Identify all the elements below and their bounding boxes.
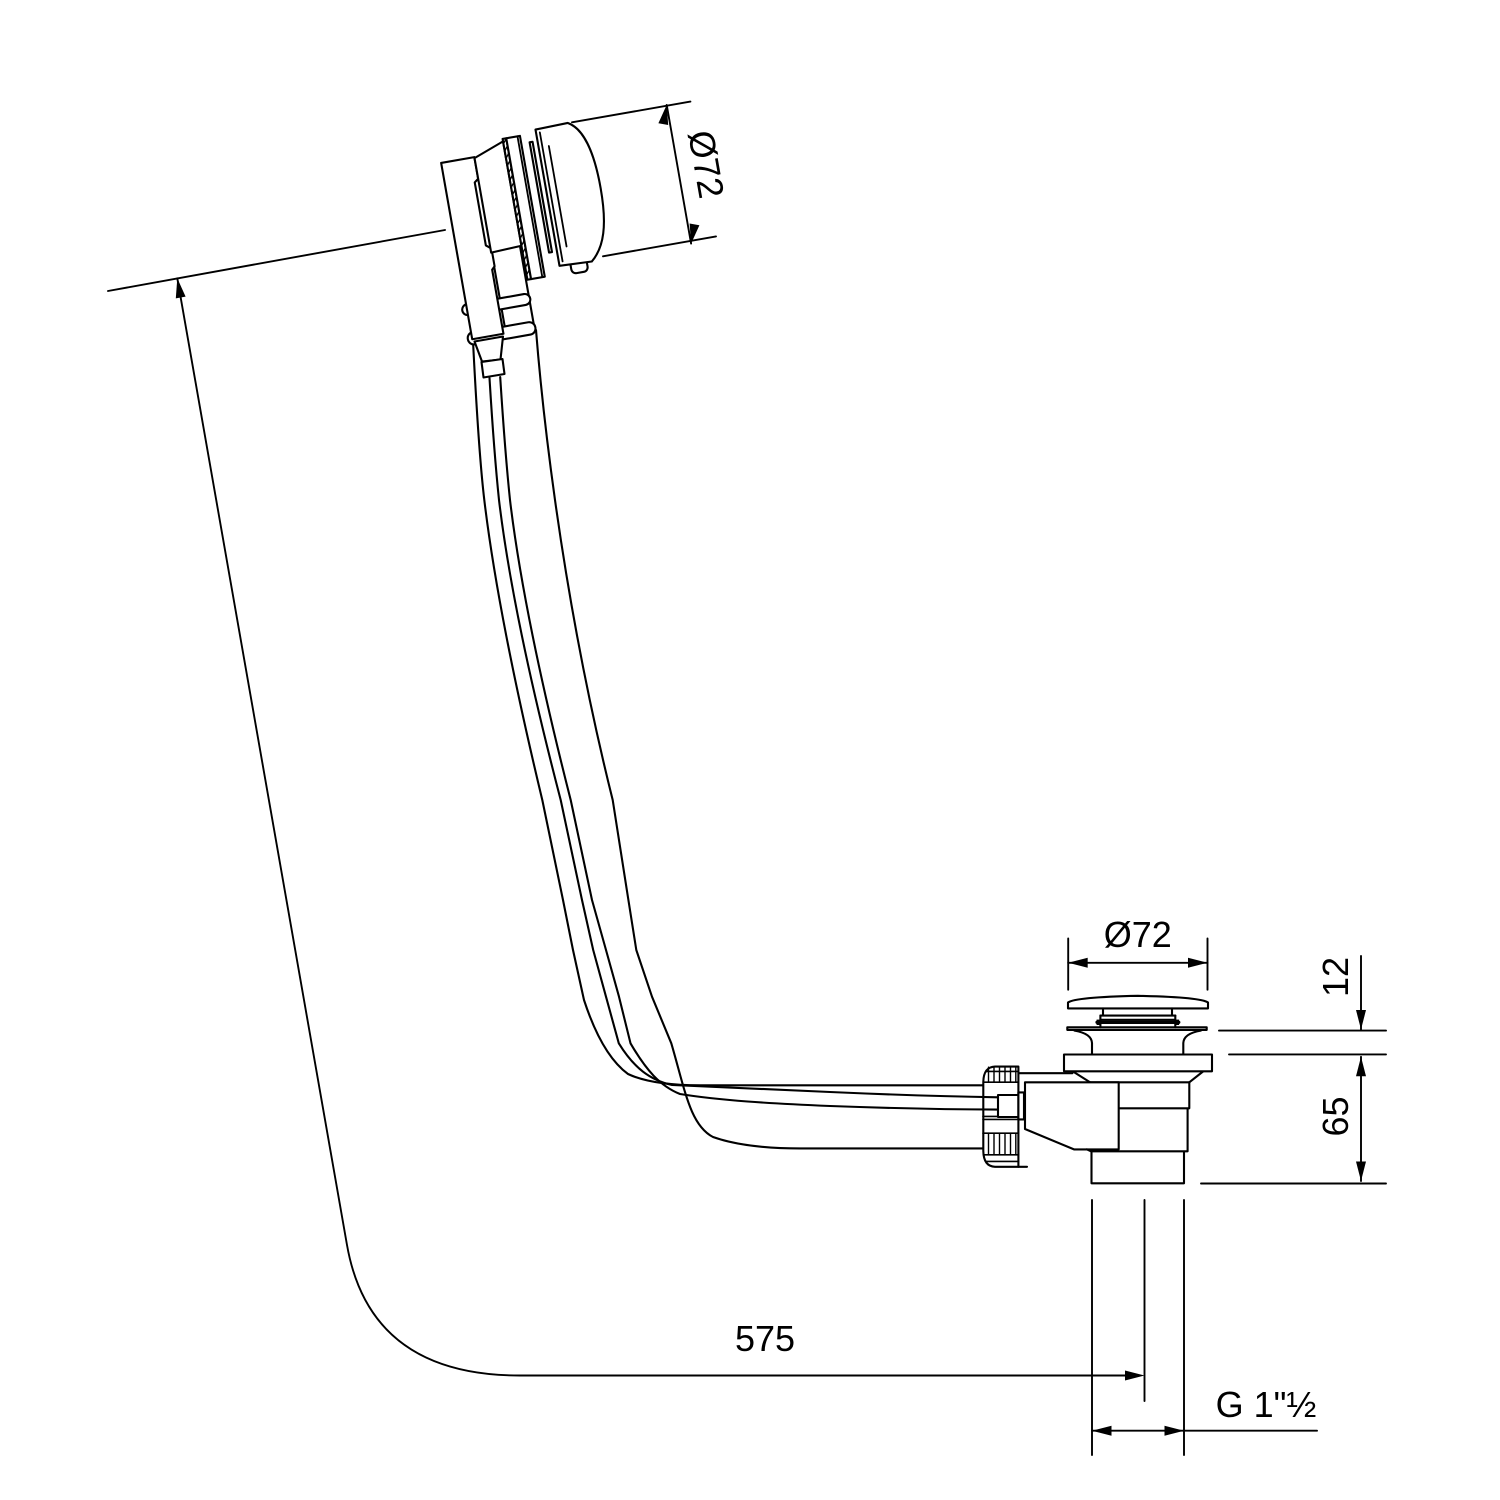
svg-text:12: 12	[1315, 957, 1356, 997]
svg-text:G 1"½: G 1"½	[1216, 1384, 1317, 1425]
svg-text:65: 65	[1315, 1096, 1356, 1136]
svg-text:Ø72: Ø72	[1104, 914, 1172, 955]
svg-text:575: 575	[735, 1318, 795, 1359]
